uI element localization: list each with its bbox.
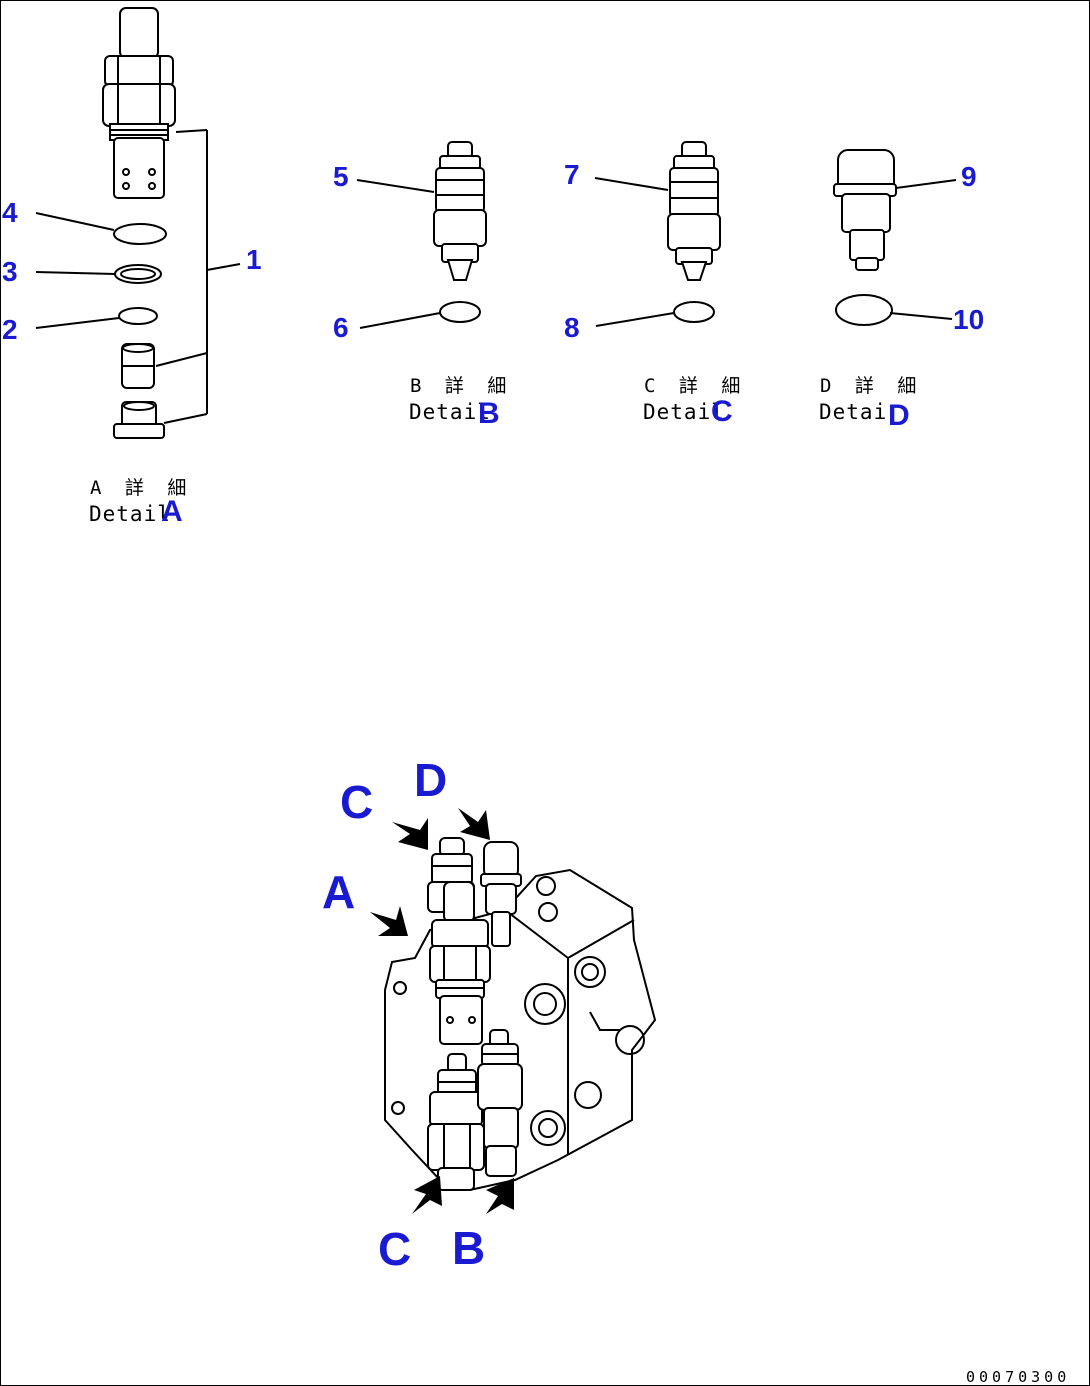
view-label-c-bottom: C <box>378 1223 411 1275</box>
callout-5: 5 <box>333 161 349 192</box>
callout-2: 2 <box>2 314 18 345</box>
callout-6: 6 <box>333 312 349 343</box>
arrow-d-top <box>458 808 490 840</box>
arrow-b-bottom <box>486 1178 514 1214</box>
view-label-a: A <box>322 866 355 918</box>
view-label-d-top: D <box>414 754 447 806</box>
callout-10: 10 <box>953 304 984 335</box>
arrow-c-bottom <box>412 1176 442 1214</box>
detail-d-letter: D <box>888 399 910 432</box>
arrow-a-left <box>370 906 408 936</box>
detail-b-parts <box>356 141 487 329</box>
detail-d-parts <box>833 149 957 326</box>
detail-b-label: Detail <box>409 400 491 424</box>
detail-b-jp-label: B 詳 細 <box>410 375 512 397</box>
control-valve-assembly <box>384 837 657 1192</box>
detail-c-parts <box>594 141 721 327</box>
drawing-code: 00070300 <box>966 1368 1070 1386</box>
detail-b-letter: B <box>478 397 500 430</box>
callout-8: 8 <box>564 312 580 343</box>
callout-3: 3 <box>2 256 18 287</box>
view-label-b-bottom: B <box>452 1222 485 1274</box>
detail-a-jp-label: A 詳 細 <box>90 477 192 499</box>
callout-1: 1 <box>246 244 262 275</box>
callout-7: 7 <box>564 159 580 190</box>
callout-9: 9 <box>961 161 977 192</box>
detail-d-jp-label: D 詳 細 <box>820 375 922 397</box>
callout-4: 4 <box>2 197 18 228</box>
detail-c-jp-label: C 詳 細 <box>644 375 746 397</box>
view-arrows <box>370 808 514 1214</box>
arrow-c-top <box>392 818 428 850</box>
detail-c-label: Detail <box>643 400 725 424</box>
detail-a-label: Detail <box>89 502 171 526</box>
detail-d-label: Detai <box>819 400 887 424</box>
detail-a-letter: A <box>161 495 183 528</box>
detail-a-parts <box>35 7 241 439</box>
view-label-c-top: C <box>340 776 373 828</box>
detail-c-letter: C <box>711 395 733 428</box>
